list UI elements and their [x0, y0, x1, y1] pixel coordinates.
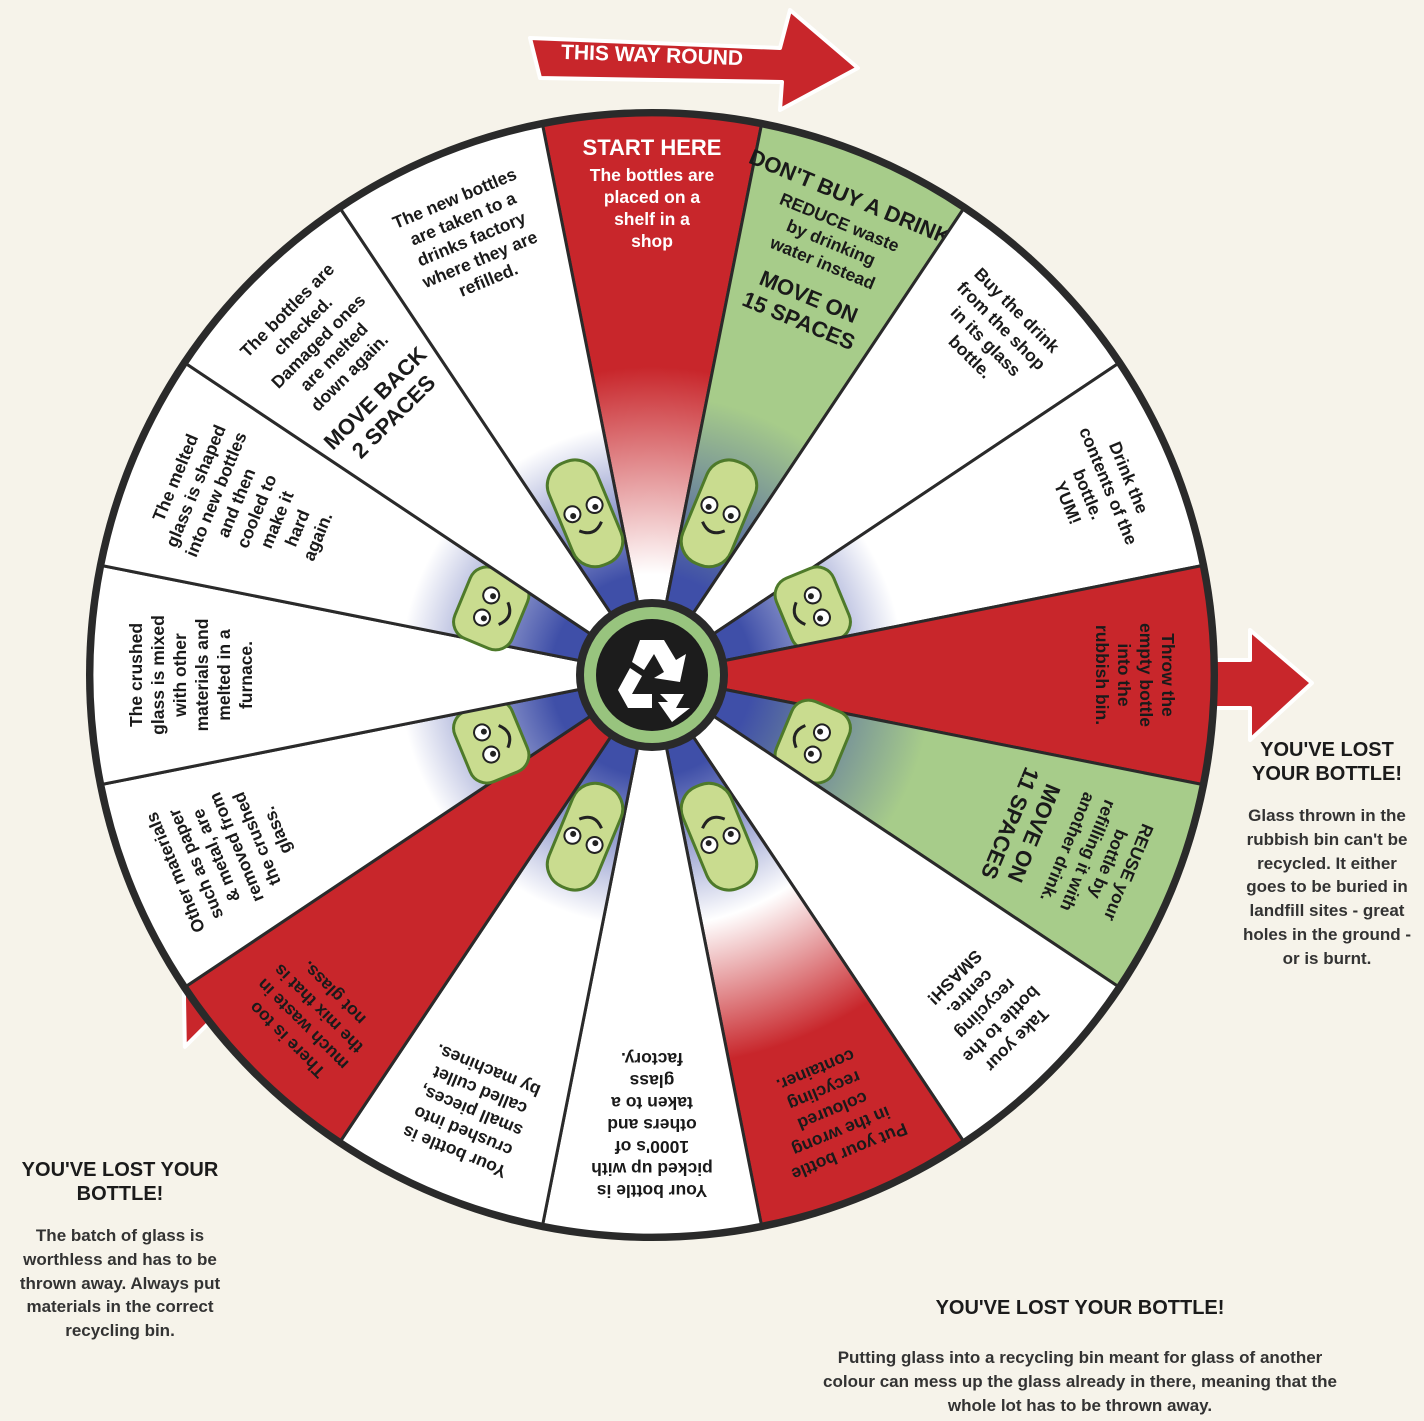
note-left-text: The batch of glass is worthless and has …: [19, 1226, 221, 1341]
note-bottom-heading: YOU'VE LOST YOUR BOTTLE!: [935, 1297, 1225, 1319]
segment-wedge: [650, 673, 1120, 1143]
segment-line: Your bottle is: [596, 1181, 707, 1201]
recycle-icon: [618, 640, 690, 722]
segment-line: The crushed: [126, 623, 146, 727]
segment-line: with other: [170, 633, 190, 718]
segment-line: shop: [631, 231, 673, 251]
segment-line: 1000's of: [615, 1137, 689, 1157]
recycle-hub: [576, 599, 728, 751]
segment-line: others and: [607, 1115, 696, 1135]
segment-wedge: [651, 563, 1214, 787]
segment-line: taken to a: [611, 1093, 693, 1113]
jar-character-icon: [773, 698, 852, 785]
jar-character-icon: [452, 565, 531, 652]
segment-line: empty bottle: [1136, 623, 1156, 727]
segment-line: Throw the: [1158, 633, 1178, 717]
segment-line: rubbish bin.: [1092, 625, 1112, 725]
segment-line: into the: [1114, 643, 1134, 706]
jar-character-icon: [773, 565, 852, 652]
note-right-text: Glass thrown in the rubbish bin can't be…: [1242, 806, 1412, 968]
segment-line: shelf in a: [614, 209, 690, 229]
segment-line: materials and: [192, 619, 212, 732]
segment-line: factory.: [621, 1049, 683, 1069]
segment-line: picked up with: [591, 1159, 713, 1179]
bottle-character-icon: [545, 781, 625, 892]
segment-line: START HERE: [583, 135, 722, 160]
segment-line: glass is mixed: [148, 615, 168, 735]
lost-arrow-right: [1208, 628, 1314, 742]
note-bottom-text: Putting glass into a recycling bin meant…: [823, 1348, 1337, 1415]
segment-line: The bottles are: [590, 165, 715, 185]
bottle-character-icon: [545, 458, 625, 569]
segment-line: glass: [629, 1071, 674, 1091]
segment-line: placed on a: [604, 187, 701, 207]
bottle-character-icon: [679, 781, 759, 892]
segment-line: melted in a: [214, 629, 234, 721]
segment-wedge: [650, 207, 1120, 677]
lost-bottle-note-bottom: YOU'VE LOST YOUR BOTTLE! Putting glass i…: [810, 1296, 1350, 1417]
direction-arrow: THIS WAY ROUND: [528, 8, 860, 112]
segment-line: furnace.: [236, 641, 256, 709]
note-left-heading: YOU'VE LOST YOUR BOTTLE!: [21, 1159, 219, 1205]
segment-wedge: [184, 673, 654, 1143]
bottle-character-icon: [679, 458, 759, 569]
segment-wedge: [540, 113, 764, 676]
jar-character-icon: [452, 698, 531, 785]
note-right-heading: YOU'VE LOST YOUR BOTTLE!: [1252, 739, 1402, 785]
segment-wedge: [184, 207, 654, 677]
lost-bottle-note-right: YOU'VE LOST YOUR BOTTLE! Glass thrown in…: [1232, 738, 1422, 971]
segment-wedge: [90, 563, 653, 787]
segment-wedge: [540, 674, 764, 1237]
lost-bottle-note-left: YOU'VE LOST YOUR BOTTLE! The batch of gl…: [0, 1158, 240, 1343]
